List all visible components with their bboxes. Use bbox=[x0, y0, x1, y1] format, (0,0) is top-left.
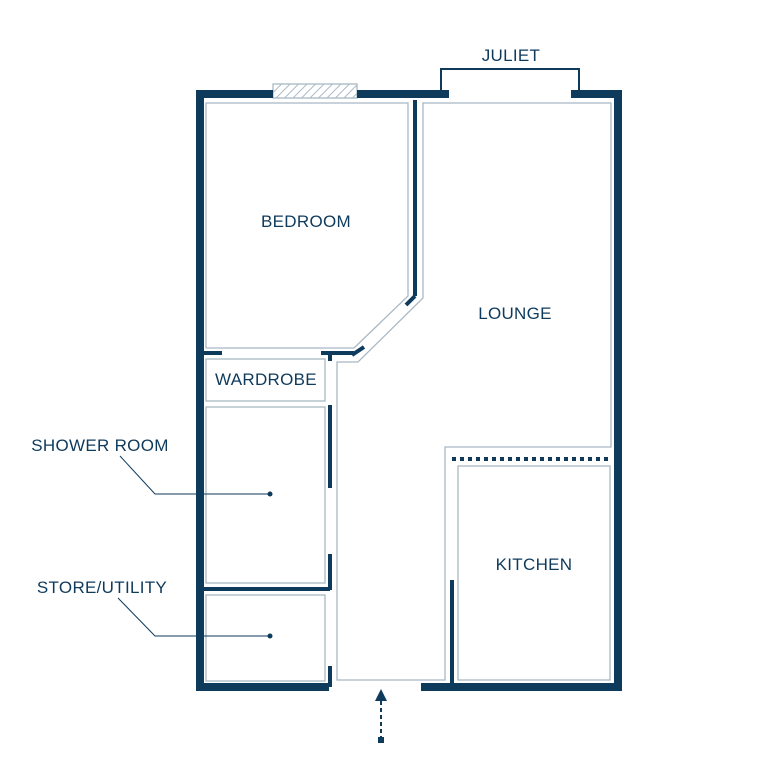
entrance-arrow bbox=[375, 689, 387, 743]
store-utility-label: STORE/UTILITY bbox=[37, 578, 167, 597]
kitchen-outline bbox=[457, 465, 611, 681]
entrance-arrowhead-icon bbox=[375, 689, 387, 701]
kitchen-label: KITCHEN bbox=[496, 555, 573, 574]
bedroom-diagonal-wall bbox=[404, 294, 417, 307]
juliet-balcony-rail bbox=[440, 68, 580, 93]
bedroom-outline bbox=[205, 102, 409, 349]
inner-room-outlines bbox=[205, 102, 612, 682]
shower-room-leader bbox=[119, 455, 270, 495]
shower-room-label: SHOWER ROOM bbox=[31, 436, 168, 455]
bedroom-label: BEDROOM bbox=[261, 212, 351, 231]
juliet-label: JULIET bbox=[482, 46, 540, 65]
shower-room-outline bbox=[205, 406, 326, 584]
entrance-arrow-tail bbox=[378, 737, 384, 743]
wardrobe-label: WARDROBE bbox=[215, 370, 317, 389]
leader-lines bbox=[117, 455, 270, 637]
shower-room-leader-dot bbox=[267, 491, 273, 497]
lounge-label: LOUNGE bbox=[478, 304, 552, 323]
store-utility-leader-dot bbox=[267, 633, 273, 639]
wardrobe-outline bbox=[205, 358, 326, 402]
bedroom-window bbox=[272, 83, 358, 99]
walls bbox=[196, 90, 622, 691]
store-utility-leader bbox=[117, 597, 270, 637]
lounge-outline bbox=[336, 102, 612, 681]
store-utility-outline bbox=[205, 594, 326, 682]
